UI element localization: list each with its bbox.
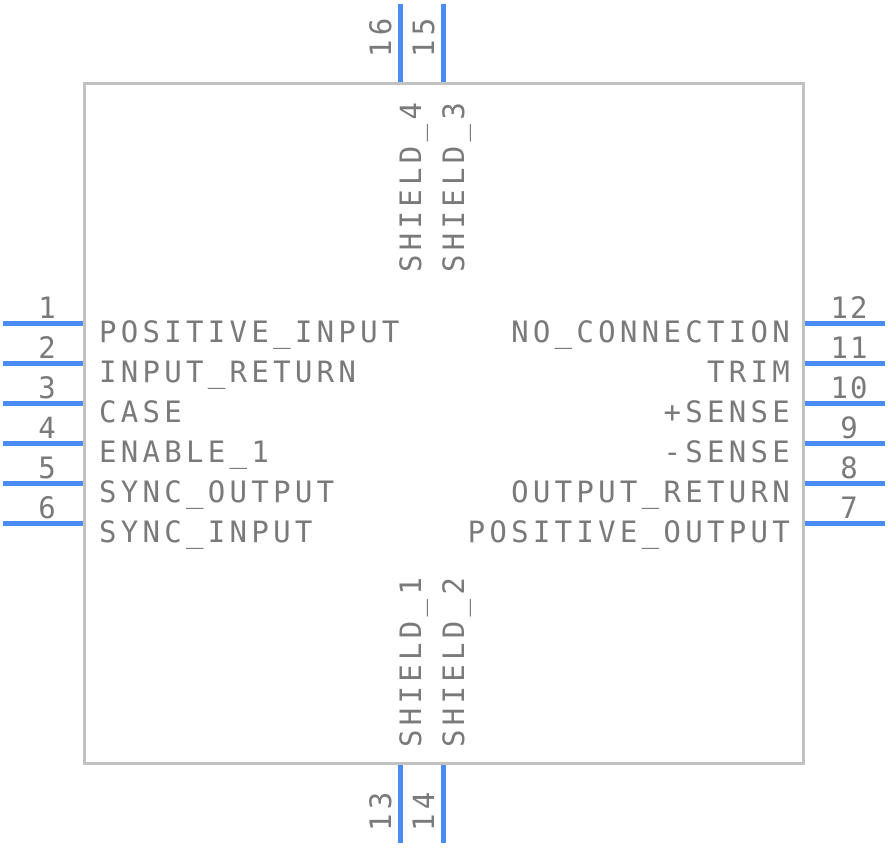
- pin-line-4: [3, 441, 83, 446]
- pin-number-16: 16: [364, 13, 398, 57]
- pin-number-10: 10: [830, 371, 870, 405]
- pin-label-positive-output: POSITIVE_OUTPUT: [467, 515, 794, 549]
- pin-line-13: [398, 765, 403, 843]
- pin-line-5: [3, 481, 83, 486]
- pin-label-trim: TRIM: [706, 355, 794, 389]
- pin-number-14: 14: [407, 787, 441, 831]
- pin-number-3: 3: [38, 371, 58, 405]
- pin-label-shield-4: SHIELD_4: [394, 97, 428, 272]
- pin-number-12: 12: [830, 291, 870, 325]
- pin-line-9: [805, 441, 885, 446]
- pin-number-6: 6: [38, 491, 58, 525]
- component-body: [83, 82, 805, 765]
- pin-label-shield-2: SHIELD_2: [437, 572, 471, 747]
- pin-number-5: 5: [38, 451, 58, 485]
- pin-label-sync-input: SYNC_INPUT: [99, 515, 317, 549]
- pin-line-7: [805, 521, 885, 526]
- pin-label-sync-output: SYNC_OUTPUT: [99, 475, 339, 509]
- pin-line-15: [441, 4, 446, 82]
- pin-line-1: [3, 321, 83, 326]
- pin-line-11: [805, 361, 885, 366]
- pin-line-12: [805, 321, 885, 326]
- pin-number-9: 9: [840, 411, 860, 445]
- pin-line-6: [3, 521, 83, 526]
- pin-label-output-return: OUTPUT_RETURN: [511, 475, 794, 509]
- pin-number-1: 1: [38, 291, 58, 325]
- pin-label-input-return: INPUT_RETURN: [99, 355, 361, 389]
- pin-number-7: 7: [840, 491, 860, 525]
- pin-number-15: 15: [407, 13, 441, 57]
- pin-line-8: [805, 481, 885, 486]
- pin-label-enable-1: ENABLE_1: [99, 435, 274, 469]
- pin-label-shield-1: SHIELD_1: [394, 572, 428, 747]
- pin-label-case: CASE: [99, 395, 187, 429]
- pin-line-14: [441, 765, 446, 843]
- pin-line-16: [398, 4, 403, 82]
- pin-line-2: [3, 361, 83, 366]
- pin-number-2: 2: [38, 331, 58, 365]
- pin-number-13: 13: [364, 787, 398, 831]
- pin-number-11: 11: [830, 331, 870, 365]
- pin-label-no-connection: NO_CONNECTION: [511, 315, 794, 349]
- pin-label-minus-sense: -SENSE: [663, 435, 794, 469]
- pin-label-positive-input: POSITIVE_INPUT: [99, 315, 404, 349]
- pin-number-4: 4: [38, 411, 58, 445]
- pin-label-shield-3: SHIELD_3: [437, 97, 471, 272]
- pin-number-8: 8: [840, 451, 860, 485]
- pin-label-plus-sense: +SENSE: [663, 395, 794, 429]
- pin-line-3: [3, 401, 83, 406]
- pin-line-10: [805, 401, 885, 406]
